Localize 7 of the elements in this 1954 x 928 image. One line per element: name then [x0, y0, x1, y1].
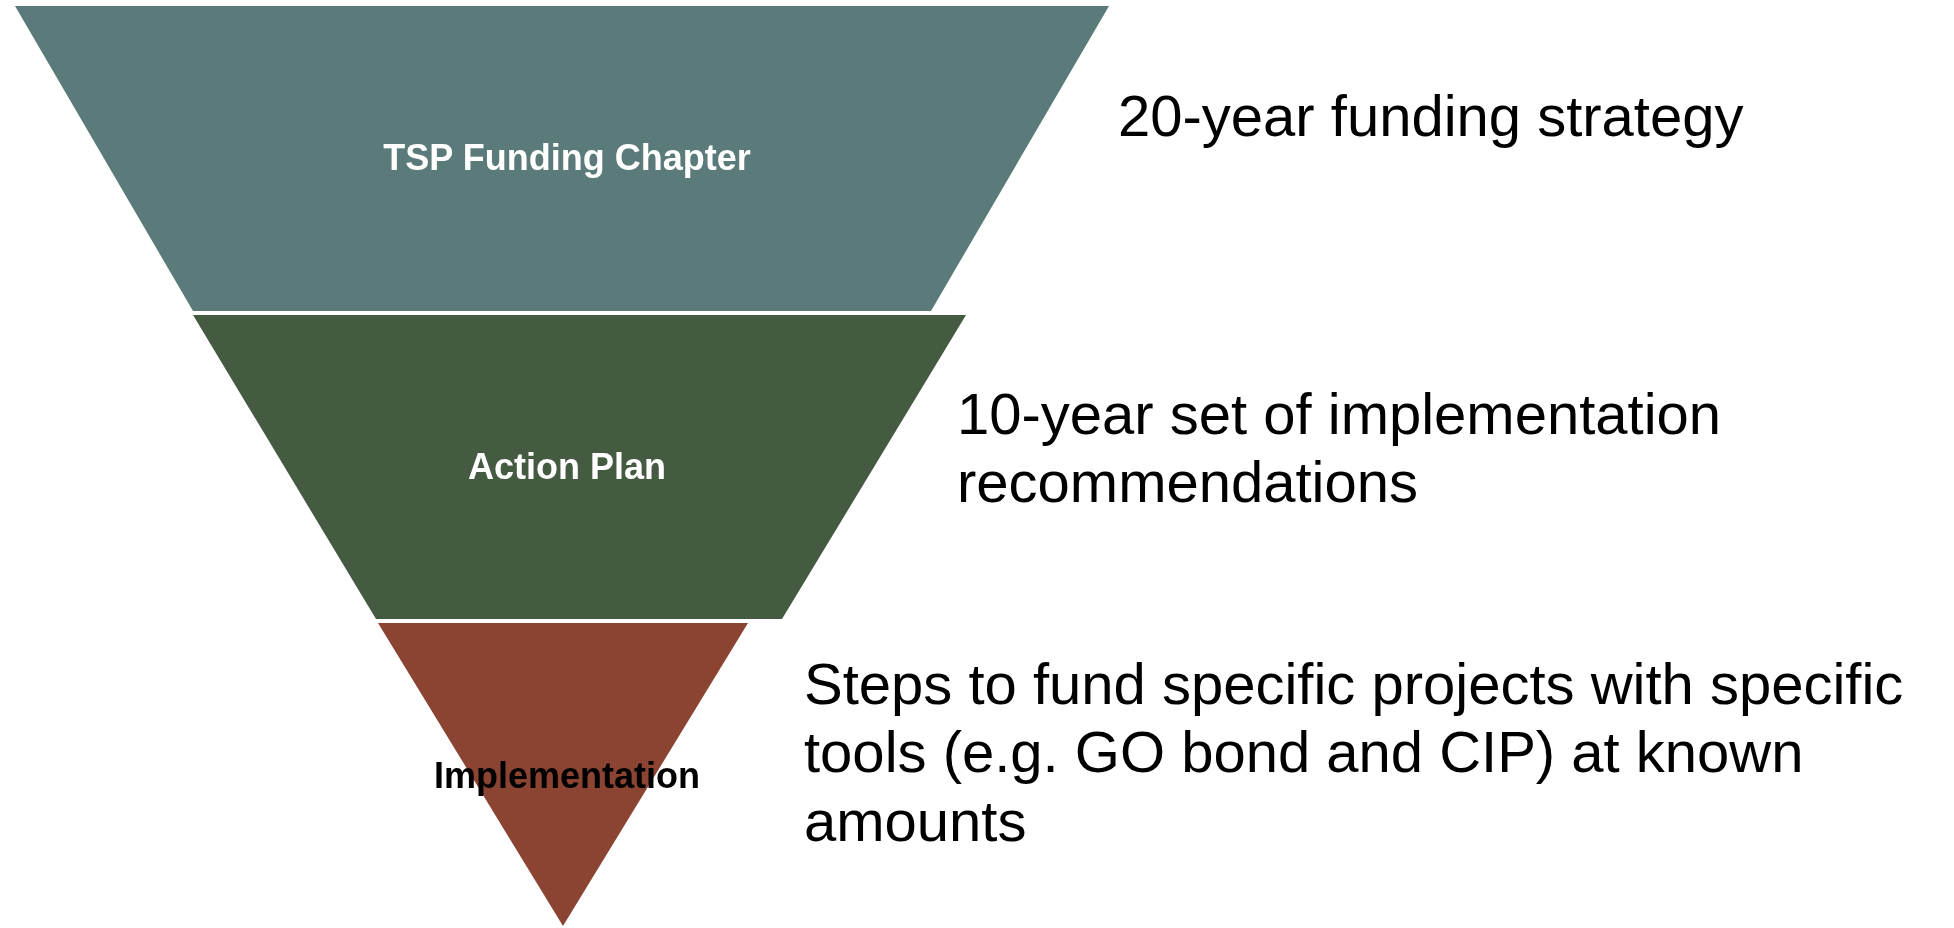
- description-text: Steps to fund specific projects with specific tools (e.g. GO bond and CIP) at known amounts: [804, 650, 1905, 855]
- description-text: 20-year funding strategy: [1118, 82, 1744, 150]
- funnel-band: [15, 6, 1109, 311]
- funnel-band: [378, 623, 748, 926]
- band-label: Action Plan: [468, 449, 666, 485]
- description-text: 10-year set of implementation recommendations: [957, 380, 1723, 517]
- band-label: TSP Funding Chapter: [383, 140, 751, 176]
